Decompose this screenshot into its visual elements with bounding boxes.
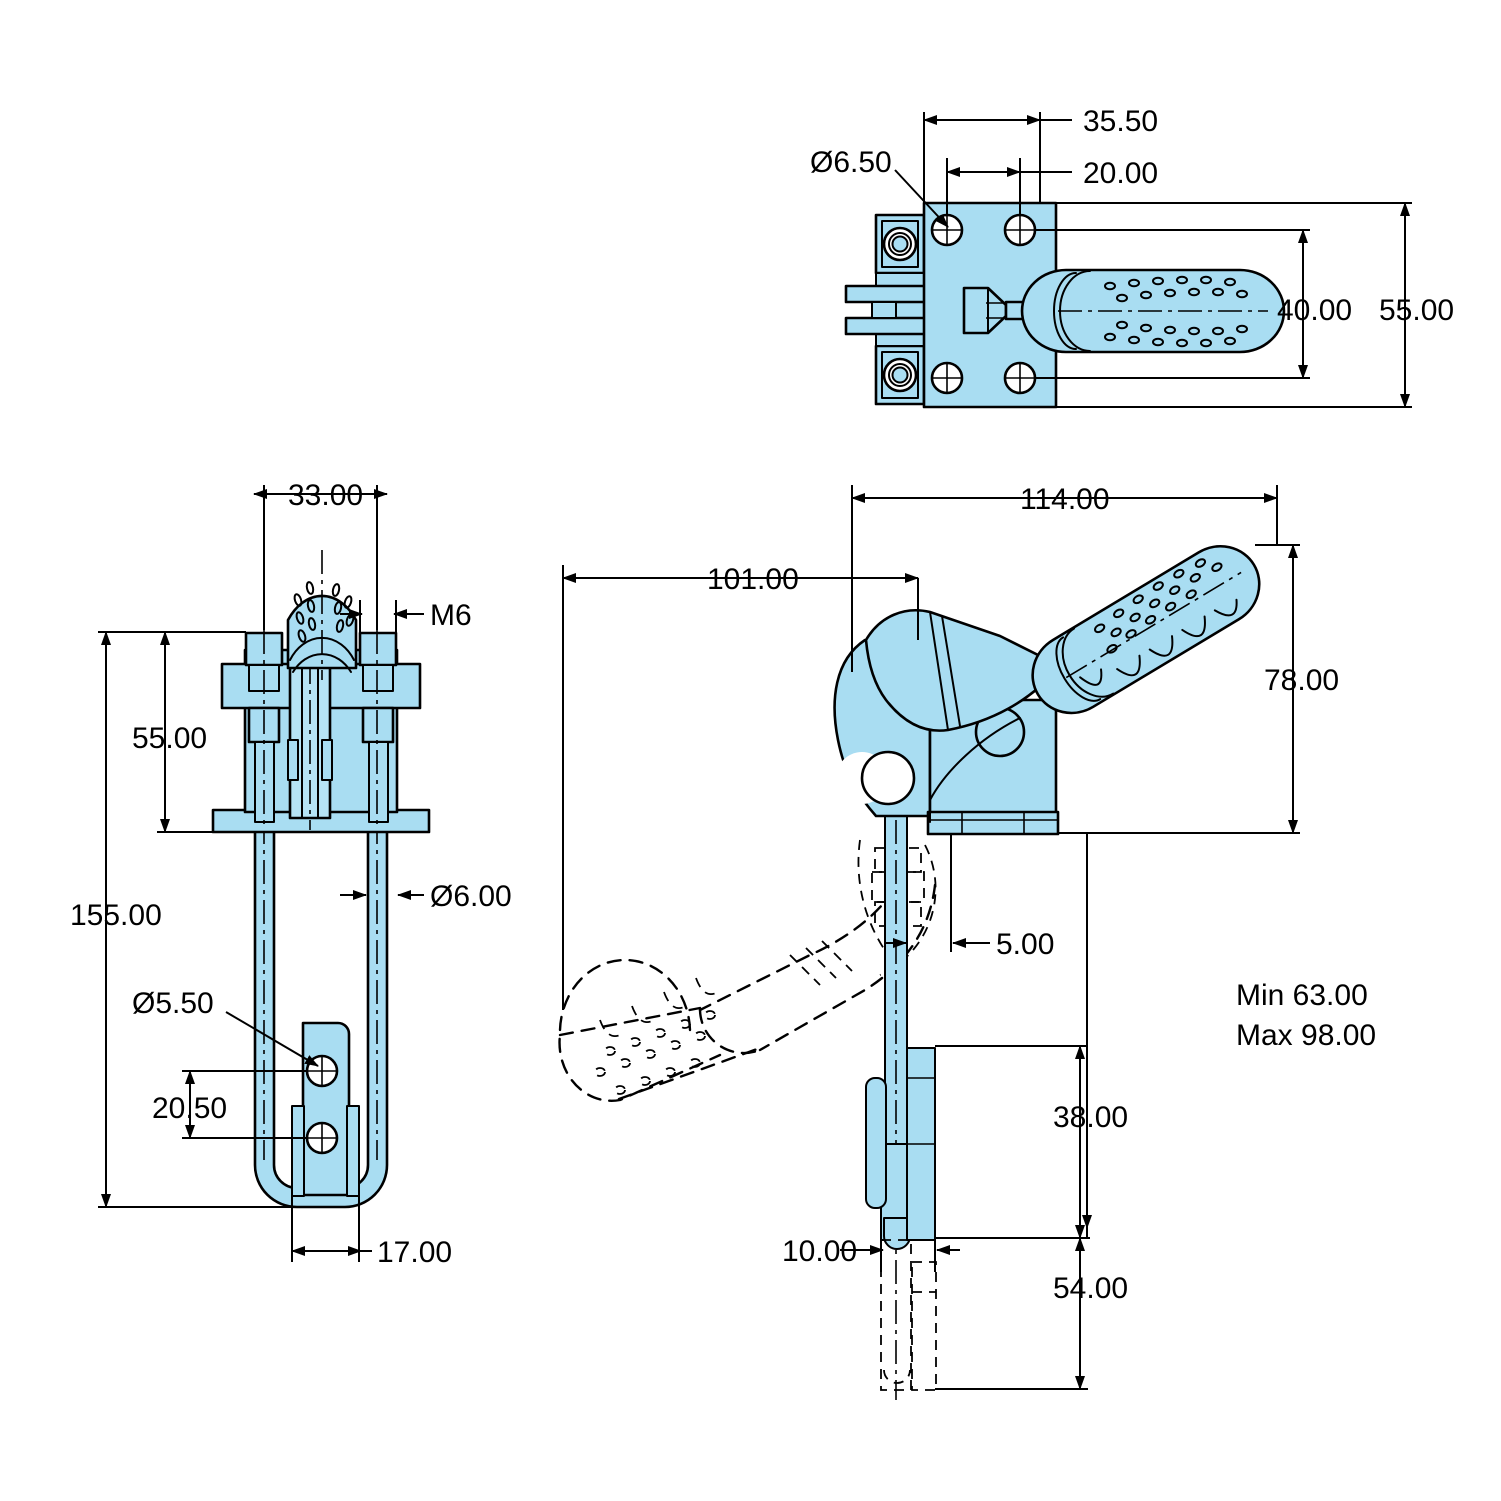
dimension-front-33-00: 33.00 [253,479,388,630]
side-view: 114.00 101.00 78.00 5.00 [558,483,1376,1400]
side-view-spindle [865,660,937,1400]
dim-label-min-63: Min 63.00 [1236,979,1368,1012]
dim-label-20-00: 20.00 [1083,157,1158,190]
dimension-top-35-50: 35.50 [923,105,1158,203]
dimension-top-55-00: 55.00 [1056,202,1454,408]
dimension-front-17-00: 17.00 [291,1196,452,1269]
dim-label-101-00: 101.00 [707,563,799,596]
front-view-bolt-right [358,630,398,830]
dim-label-dia-6-00: Ø6.00 [430,880,512,913]
top-view-handle-grip [1020,268,1286,354]
dimension-front-dia-6-00: Ø6.00 [340,880,512,913]
dimension-front-55-00: 55.00 [132,631,246,833]
side-view-body-block [926,698,1060,836]
dim-label-17-00: 17.00 [377,1236,452,1269]
dim-label-55-00-top: 55.00 [1379,294,1454,327]
dim-label-dia-6-50: Ø6.50 [810,146,892,179]
dim-label-max-98: Max 98.00 [1236,1019,1376,1052]
dimension-side-78-00: 78.00 [1058,544,1339,834]
top-view: 35.50 20.00 Ø6.50 40.00 55.00 [810,105,1454,409]
dim-label-155-00: 155.00 [70,899,162,932]
side-view-phantom-handle [558,839,937,1102]
dimension-front-m6: M6 [340,599,472,634]
dim-label-55-00-front: 55.00 [132,722,207,755]
dim-label-114-00: 114.00 [1020,483,1110,516]
dimension-side-min-max: Min 63.00 Max 98.00 [935,833,1376,1239]
dimension-top-40-00: 40.00 [1035,229,1352,379]
front-view-bolt-left [244,630,284,830]
dimension-side-10-00: 10.00 [782,1235,960,1272]
dimension-front-dia-5-50: Ø5.50 [132,987,319,1067]
front-view-handle [286,550,358,680]
dimension-side-101-00: 101.00 [562,563,919,1010]
dimension-front-20-50: 20.50 [152,1070,307,1139]
dimension-side-114-00: 114.00 [851,483,1278,672]
front-view: 33.00 M6 55.00 155.00 [70,479,512,1269]
dimension-side-5-00: 5.00 [884,834,1054,961]
dim-label-10-00: 10.00 [782,1235,857,1268]
dim-label-38-00: 38.00 [1053,1101,1128,1134]
front-view-clamp-foot [291,1021,360,1197]
dim-label-40-00: 40.00 [1277,294,1352,327]
side-view-handle-grip [1031,545,1261,715]
dimension-front-155-00: 155.00 [70,631,303,1208]
dim-label-5-00: 5.00 [996,928,1054,961]
dim-label-dia-5-50: Ø5.50 [132,987,214,1020]
dim-label-33-00: 33.00 [288,479,363,512]
dimension-side-38-00: 38.00 [935,1045,1128,1239]
dimension-top-20-00: 20.00 [946,157,1158,215]
dim-label-20-50: 20.50 [152,1092,227,1125]
dim-label-54-00: 54.00 [1053,1272,1128,1305]
side-view-lever-body [864,609,1062,823]
dim-label-35-50: 35.50 [1083,105,1158,138]
dimension-side-54-00: 54.00 [935,1237,1128,1390]
dim-label-m6: M6 [430,599,472,632]
dimension-top-dia-6-50: Ø6.50 [810,146,949,228]
dim-label-78-00: 78.00 [1264,664,1339,697]
